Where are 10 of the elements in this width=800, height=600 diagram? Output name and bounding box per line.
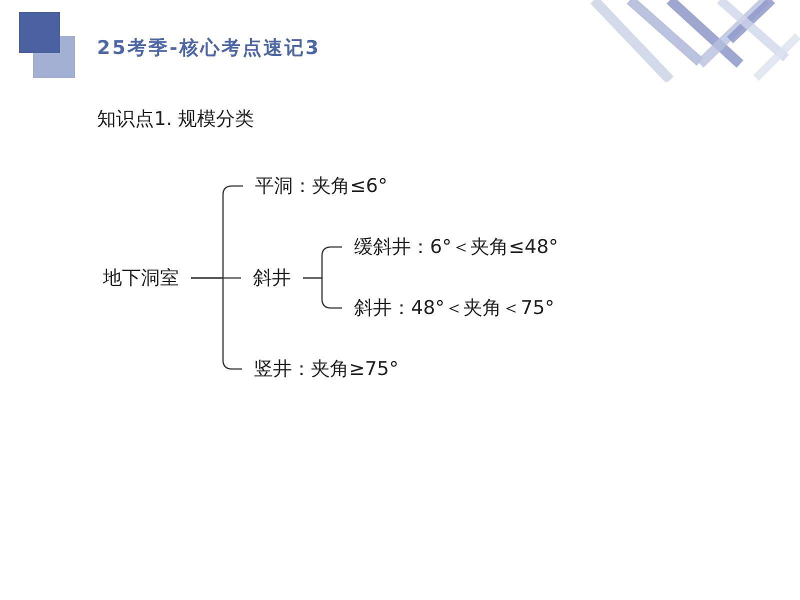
node-text: 地下洞室 [103, 266, 179, 291]
node-text: 斜井 [253, 266, 291, 291]
node-text: 平洞：夹角≤6° [255, 174, 388, 199]
connector-line [303, 277, 342, 309]
connector-line [191, 277, 242, 370]
slide-title: 25考季-核心考点速记3 [97, 36, 321, 60]
node-text: 缓斜井：6°＜夹角≤48° [354, 235, 558, 260]
node-text: 斜井：48°＜夹角＜75° [354, 296, 554, 321]
section-heading: 知识点1. 规模分类 [97, 107, 254, 132]
node-text: 竖井：夹角≥75° [254, 357, 399, 382]
